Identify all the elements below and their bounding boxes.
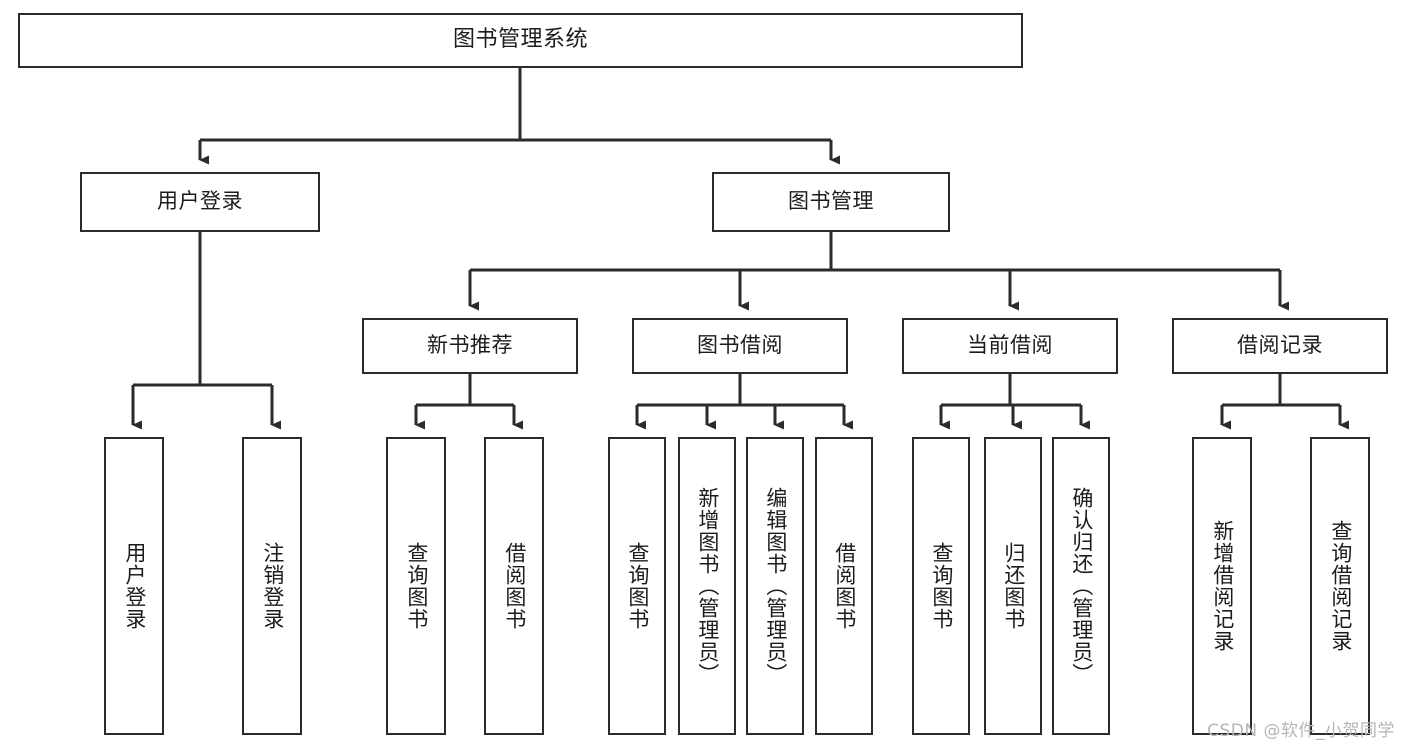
watermark: CSDN @软件_小贺同学 <box>1207 721 1395 741</box>
node-root-label: 图书管理系统 <box>452 27 588 53</box>
node-root[interactable]: 图书管理系统 <box>18 13 1023 68</box>
node-leaf-query-book-current-label: 查询图书 <box>929 542 954 630</box>
node-leaf-logout-login-label: 注销登录 <box>260 542 285 630</box>
node-leaf-query-book-rec[interactable]: 查询图书 <box>386 437 446 735</box>
node-leaf-add-borrow-record-label: 新增借阅记录 <box>1210 520 1235 652</box>
node-current-borrow-label: 当前借阅 <box>967 333 1053 358</box>
node-leaf-edit-book-admin-label: 编辑图书（管理员） <box>763 487 788 685</box>
node-leaf-borrow-book-borrow[interactable]: 借阅图书 <box>815 437 873 735</box>
node-new-book-recommend-label: 新书推荐 <box>427 333 513 358</box>
node-leaf-query-borrow-record[interactable]: 查询借阅记录 <box>1310 437 1370 735</box>
node-leaf-confirm-return-admin-label: 确认归还（管理员） <box>1069 487 1094 685</box>
node-leaf-query-book-borrow[interactable]: 查询图书 <box>608 437 666 735</box>
node-leaf-logout-login[interactable]: 注销登录 <box>242 437 302 735</box>
node-leaf-borrow-book-rec-label: 借阅图书 <box>502 542 527 630</box>
node-leaf-return-book[interactable]: 归还图书 <box>984 437 1042 735</box>
node-leaf-query-book-current[interactable]: 查询图书 <box>912 437 970 735</box>
node-leaf-add-book-admin-label: 新增图书（管理员） <box>695 487 720 685</box>
node-current-borrow[interactable]: 当前借阅 <box>902 318 1118 374</box>
node-leaf-query-book-borrow-label: 查询图书 <box>625 542 650 630</box>
node-leaf-query-book-rec-label: 查询图书 <box>404 542 429 630</box>
node-user-login-label: 用户登录 <box>157 189 243 214</box>
node-book-borrow[interactable]: 图书借阅 <box>632 318 848 374</box>
node-leaf-return-book-label: 归还图书 <box>1001 542 1026 630</box>
node-leaf-borrow-book-rec[interactable]: 借阅图书 <box>484 437 544 735</box>
node-user-login[interactable]: 用户登录 <box>80 172 320 232</box>
node-leaf-user-login[interactable]: 用户登录 <box>104 437 164 735</box>
node-borrow-record-label: 借阅记录 <box>1237 333 1323 358</box>
node-book-management[interactable]: 图书管理 <box>712 172 950 232</box>
node-borrow-record[interactable]: 借阅记录 <box>1172 318 1388 374</box>
node-leaf-query-borrow-record-label: 查询借阅记录 <box>1328 520 1353 652</box>
node-new-book-recommend[interactable]: 新书推荐 <box>362 318 578 374</box>
node-book-borrow-label: 图书借阅 <box>697 333 783 358</box>
node-leaf-edit-book-admin[interactable]: 编辑图书（管理员） <box>746 437 804 735</box>
node-leaf-user-login-label: 用户登录 <box>122 542 147 630</box>
node-book-management-label: 图书管理 <box>788 189 874 214</box>
node-leaf-confirm-return-admin[interactable]: 确认归还（管理员） <box>1052 437 1110 735</box>
node-leaf-borrow-book-borrow-label: 借阅图书 <box>832 542 857 630</box>
node-leaf-add-book-admin[interactable]: 新增图书（管理员） <box>678 437 736 735</box>
node-leaf-add-borrow-record[interactable]: 新增借阅记录 <box>1192 437 1252 735</box>
